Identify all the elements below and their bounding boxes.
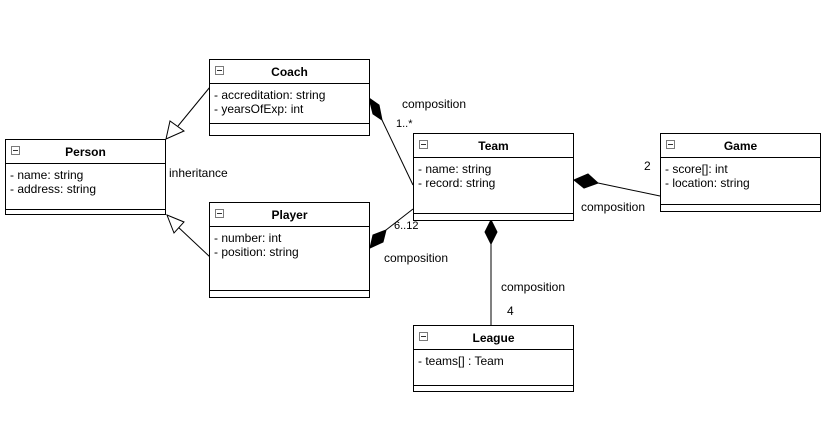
inheritance-line-coach [177, 86, 211, 127]
class-player-name: Player [271, 208, 308, 222]
class-team-name: Team [478, 139, 509, 153]
inheritance-arrow-player [166, 214, 185, 234]
attribute: - teams[] : Team [418, 354, 504, 368]
attribute: - record: string [418, 176, 496, 190]
class-league-header: League [414, 326, 573, 350]
composition-diamond-game [573, 173, 599, 189]
class-person-attributes: - name: string - address: string [6, 164, 165, 210]
composition-line-player [385, 208, 414, 231]
class-game[interactable]: Game - score[]: int - location: string [660, 133, 821, 212]
class-game-name: Game [723, 139, 758, 153]
class-team[interactable]: Team - name: string - record: string [413, 133, 574, 221]
composition-line-coach [381, 119, 414, 186]
class-person-name: Person [65, 145, 106, 159]
inheritance-line-player [176, 225, 211, 258]
collapse-toggle-icon[interactable] [11, 146, 20, 155]
class-league[interactable]: League - teams[] : Team [413, 325, 574, 392]
attribute: - name: string [10, 168, 84, 182]
composition-diamond-player [369, 229, 387, 249]
multiplicity-coach: 1..* [396, 118, 413, 130]
class-team-attributes: - name: string - record: string [414, 158, 573, 214]
class-player-header: Player [210, 203, 369, 227]
collapse-toggle-icon[interactable] [215, 66, 224, 75]
class-coach[interactable]: Coach - accreditation: string - yearsOfE… [209, 59, 370, 136]
collapse-toggle-icon[interactable] [666, 140, 675, 149]
class-game-attributes: - score[]: int - location: string [661, 158, 820, 205]
class-coach-header: Coach [210, 60, 369, 84]
class-game-header: Game [661, 134, 820, 158]
collapse-toggle-icon[interactable] [215, 209, 224, 218]
label-composition-league: composition [501, 280, 566, 294]
multiplicity-player: 6..12 [394, 220, 419, 232]
attribute: - name: string [418, 162, 492, 176]
class-player[interactable]: Player - number: int - position: string [209, 202, 370, 298]
multiplicity-game: 2 [644, 159, 651, 173]
attribute: - number: int [214, 231, 282, 245]
class-coach-name: Coach [271, 65, 308, 79]
attribute: - score[]: int [665, 162, 728, 176]
label-composition-player: composition [384, 251, 449, 265]
class-person[interactable]: Person - name: string - address: string [5, 139, 166, 215]
class-league-name: League [472, 331, 515, 345]
label-composition-coach: composition [402, 97, 467, 111]
attribute: - address: string [10, 182, 97, 196]
label-inheritance: inheritance [169, 166, 228, 180]
class-coach-attributes: - accreditation: string - yearsOfExp: in… [210, 84, 369, 124]
collapse-toggle-icon[interactable] [419, 140, 428, 149]
composition-diamond-coach [368, 96, 383, 122]
collapse-toggle-icon[interactable] [419, 332, 428, 341]
attribute: - position: string [214, 245, 299, 259]
class-team-header: Team [414, 134, 573, 158]
class-player-attributes: - number: int - position: string [210, 227, 369, 291]
attribute: - accreditation: string [214, 88, 326, 102]
class-league-attributes: - teams[] : Team [414, 350, 573, 386]
inheritance-arrow-coach [165, 120, 186, 140]
class-person-header: Person [6, 140, 165, 164]
composition-line-game [597, 182, 661, 197]
multiplicity-league: 4 [507, 304, 514, 318]
attribute: - yearsOfExp: int [214, 102, 304, 116]
attribute: - location: string [665, 176, 750, 190]
composition-diamond-league [484, 218, 498, 246]
label-composition-game: composition [581, 200, 646, 214]
